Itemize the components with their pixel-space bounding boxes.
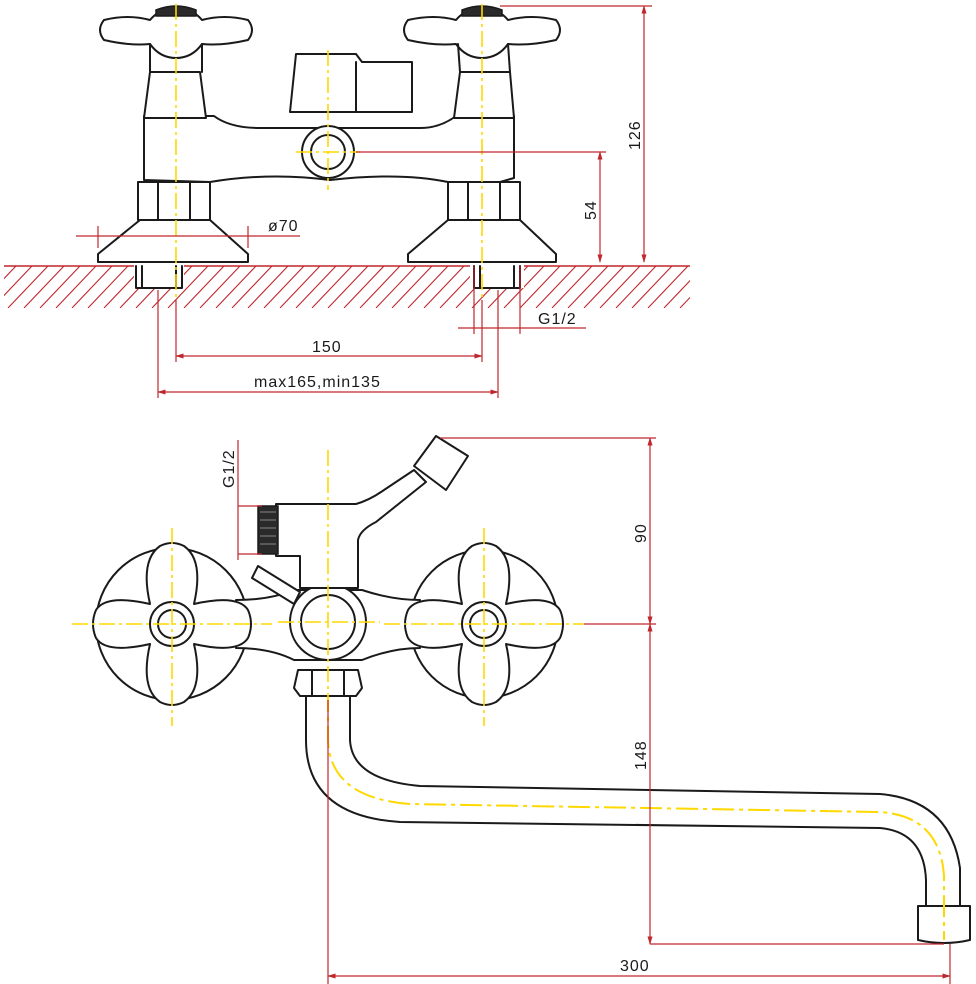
dimension-90: 90 [440, 437, 656, 625]
hatch-line [167, 266, 209, 308]
hatch-line [535, 266, 577, 308]
hatch-line [407, 266, 449, 308]
wall-hatching [4, 265, 752, 308]
shower-connector [275, 469, 427, 589]
hatch-line [55, 266, 97, 308]
diverter-switch [289, 53, 413, 113]
hatch-line [7, 266, 49, 308]
hatch-line [215, 266, 257, 308]
hatch-line [343, 266, 385, 308]
hatch-line [87, 266, 129, 308]
hatch-line [327, 266, 369, 308]
dimension-126: 126 [500, 5, 652, 263]
dim-148-label: 148 [633, 740, 650, 770]
hatch-line [615, 266, 657, 308]
dim-range-label: max165,min135 [254, 374, 381, 391]
hatch-line [599, 266, 641, 308]
hatch-line [247, 266, 289, 308]
left-flange [97, 219, 249, 263]
hatch-line [295, 266, 337, 308]
dim-90-label: 90 [633, 523, 650, 543]
hatch-line [183, 266, 225, 308]
dim-54-label: 54 [583, 200, 600, 220]
dim-150-label: 150 [312, 339, 342, 356]
hatch-line [39, 266, 81, 308]
hatch-line [551, 266, 593, 308]
hatch-line [519, 266, 561, 308]
spout-inner [349, 689, 961, 907]
hatch-line [279, 266, 321, 308]
diverter-lever [251, 565, 301, 605]
hatch-line [663, 279, 690, 308]
side-view: G1/2 90 148 300 [72, 435, 971, 984]
right-valve-column [453, 71, 515, 119]
dim-70-label: ø70 [268, 218, 299, 235]
hatch-line [231, 266, 273, 308]
hatch-line [359, 266, 401, 308]
dim-300-label: 300 [620, 958, 650, 975]
dim-126-label: 126 [627, 120, 644, 150]
hatch-line [4, 266, 17, 280]
g12-front-label: G1/2 [538, 311, 577, 328]
dimension-diameter-70: ø70 [76, 218, 300, 248]
spout-outer [305, 689, 927, 913]
hatch-line [423, 266, 465, 308]
dimension-thread-g12-front: G1/2 [458, 266, 586, 334]
shower-thread [257, 505, 279, 555]
dimension-300: 300 [327, 700, 951, 984]
hatch-line [311, 266, 353, 308]
shower-knob [413, 435, 469, 491]
hatch-line [647, 266, 689, 308]
hatch-line [4, 266, 33, 297]
hatch-line [263, 266, 305, 308]
dimension-148: 148 [633, 623, 944, 945]
dimension-150: 150 [175, 300, 483, 362]
left-valve-column [143, 71, 207, 119]
left-hex-nut [137, 181, 211, 221]
hatch-line [199, 266, 241, 308]
dimension-thread-g12-side: G1/2 [221, 440, 262, 560]
hatch-line [391, 266, 433, 308]
hatch-line [679, 296, 690, 308]
dimension-range: max165,min135 [157, 290, 499, 398]
hatch-line [567, 266, 609, 308]
g12-side-label: G1/2 [221, 449, 238, 488]
hatch-line [712, 266, 752, 308]
right-hex-nut [447, 181, 521, 221]
hatch-line [583, 266, 625, 308]
hatch-line [71, 266, 113, 308]
hatch-line [631, 266, 673, 308]
front-view: 126 54 ø70 G1/2 150 ma [4, 4, 752, 398]
hatch-line [375, 266, 417, 308]
hatch-line [23, 266, 65, 308]
hatch-line [696, 266, 736, 308]
dimension-54: 54 [356, 151, 606, 263]
